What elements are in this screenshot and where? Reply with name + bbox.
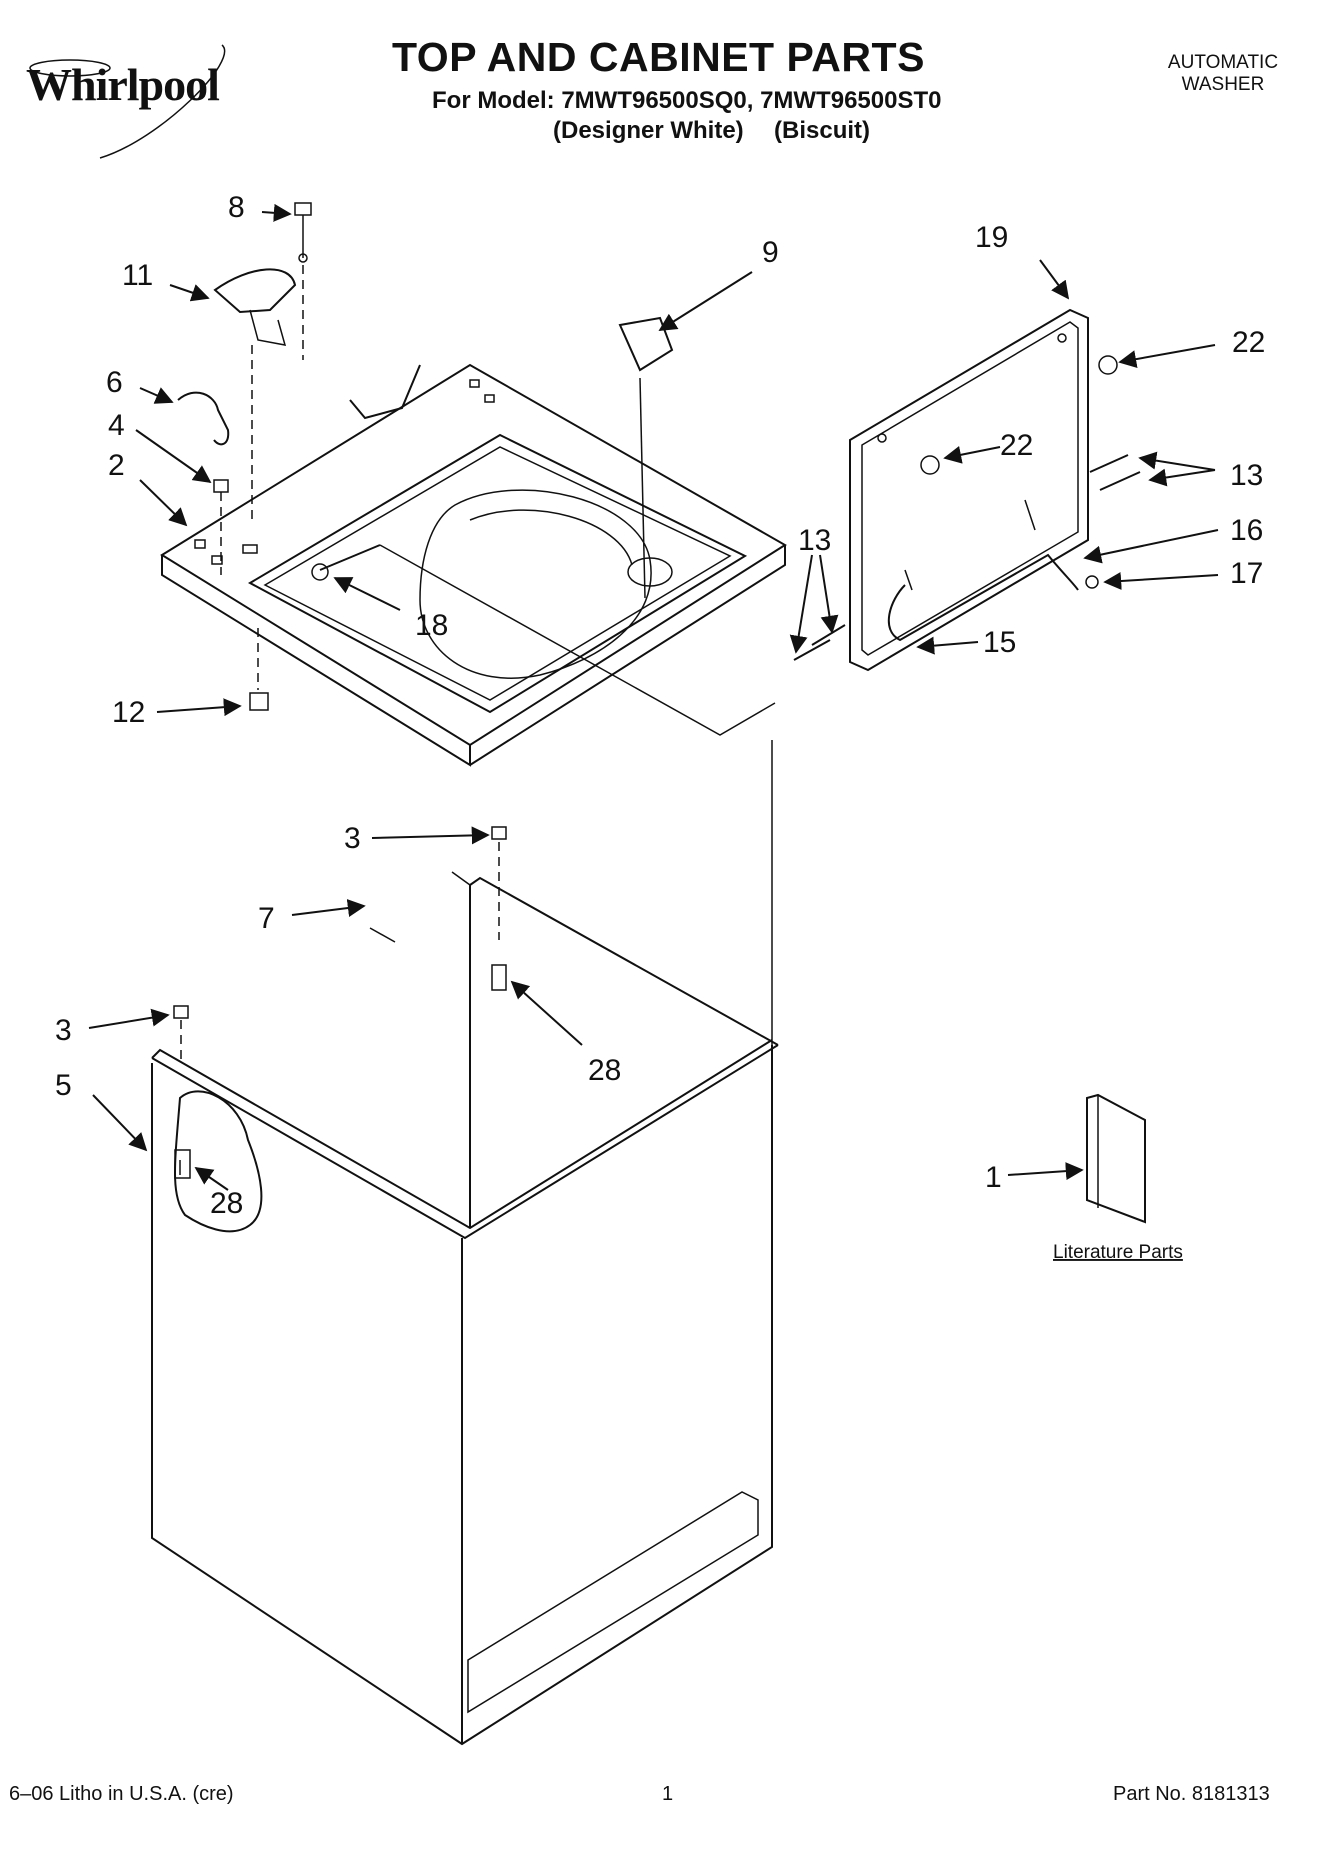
logo-swoosh	[29, 44, 226, 159]
footer-litho: 6–06 Litho in U.S.A. (cre)	[9, 1783, 234, 1805]
callout-7: 7	[258, 902, 275, 935]
callout-6: 6	[106, 366, 123, 399]
category-line-2: WASHER	[1181, 74, 1265, 95]
callout-8: 8	[228, 191, 245, 224]
callout-12: 12	[112, 696, 145, 729]
footer-part-number: Part No. 8181313	[1113, 1783, 1270, 1805]
whirlpool-logo: Whirlpool	[26, 59, 220, 110]
callout-28-right: 28	[588, 1054, 621, 1087]
color-designer-white: (Designer White)	[553, 117, 744, 144]
callout-3-upper: 3	[344, 822, 361, 855]
hardware-22-bumpers	[920, 355, 1118, 475]
callout-19: 19	[975, 221, 1008, 254]
callout-9: 9	[762, 236, 779, 269]
leader-arrows	[88, 203, 1219, 1191]
callout-18: 18	[415, 609, 448, 642]
hardware-11-switch	[213, 268, 297, 520]
callout-11: 11	[122, 259, 153, 292]
footer-page-number: 1	[662, 1783, 674, 1805]
callout-2: 2	[108, 449, 125, 482]
hardware-13-screws-left	[793, 624, 846, 661]
hardware-12-plug	[249, 628, 269, 711]
callout-15: 15	[983, 626, 1016, 659]
callout-5: 5	[55, 1069, 72, 1102]
callout-4: 4	[108, 409, 125, 442]
callout-13-left: 13	[798, 524, 831, 557]
callout-3-lower: 3	[55, 1014, 72, 1047]
hardware-6-clip	[177, 391, 230, 446]
category-line-1: AUTOMATIC	[1167, 52, 1279, 73]
callout-1: 1	[985, 1161, 1002, 1194]
rear-panel	[849, 308, 1099, 672]
literature-parts-label: Literature Parts	[1053, 1242, 1183, 1263]
callout-22-lower: 22	[1000, 429, 1033, 462]
hardware-9-knob	[618, 316, 674, 372]
hardware-4-nut	[213, 479, 229, 575]
washer-cabinet	[151, 740, 779, 1746]
page-title: TOP AND CABINET PARTS	[392, 34, 925, 80]
callout-13-right: 13	[1230, 459, 1263, 492]
callout-17: 17	[1230, 557, 1263, 590]
model-line: For Model: 7MWT96500SQ0, 7MWT96500ST0	[432, 87, 942, 114]
callout-28-left: 28	[210, 1187, 243, 1220]
washer-top-assembly	[160, 363, 787, 767]
color-biscuit: (Biscuit)	[774, 117, 870, 144]
hardware-13-screws-right	[1089, 454, 1141, 491]
hardware-8-screw	[294, 202, 312, 360]
literature-booklet	[1086, 1093, 1146, 1224]
callout-22-upper: 22	[1232, 326, 1265, 359]
callout-16: 16	[1230, 514, 1263, 547]
